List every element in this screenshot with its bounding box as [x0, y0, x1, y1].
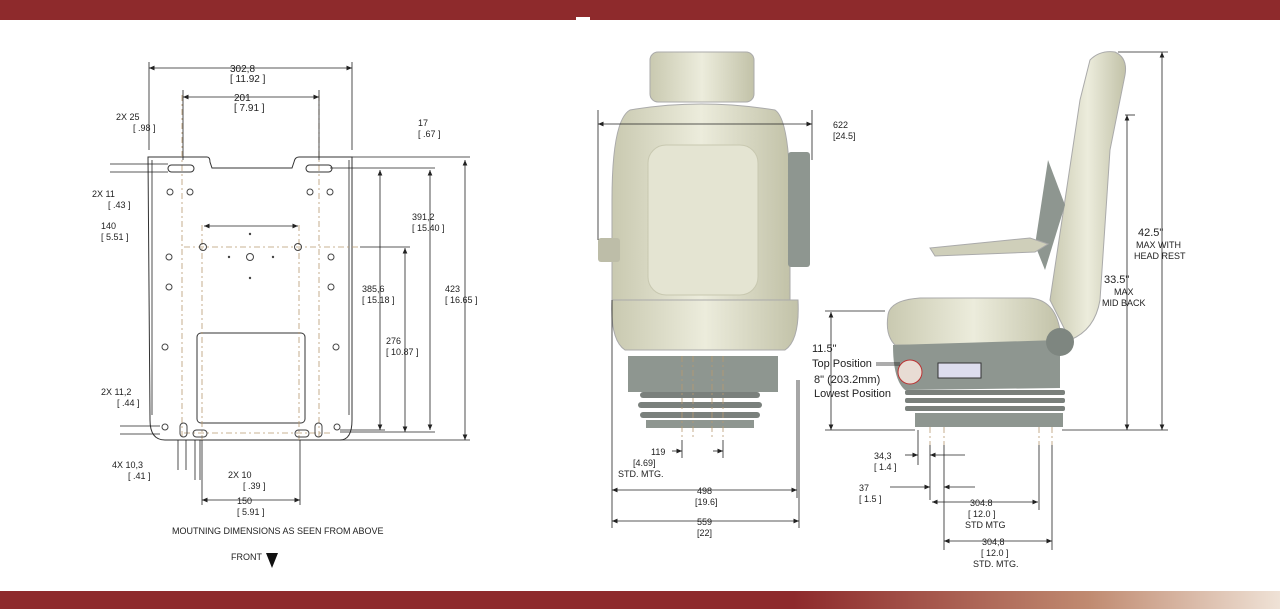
side-max-head-l1: MAX WITH [1136, 240, 1181, 250]
dim-hole-span-in: [ 5.51 ] [101, 232, 129, 242]
side-max-head-l2: HEAD REST [1134, 251, 1186, 261]
dim-bot-span-mm: 150 [237, 496, 252, 506]
dim-slot-span-in: [ 7.91 ] [234, 103, 265, 114]
dim-bot-slot-in: [ .44 ] [117, 398, 140, 408]
side-d2-in: [ 1.5 ] [859, 494, 882, 504]
dim-slot-len: 2X 25 [116, 112, 140, 122]
dim-top-offset-mm: 17 [418, 118, 428, 128]
side-max-mid-l1: MAX [1114, 287, 1134, 297]
front-label: FRONT [231, 552, 262, 562]
front-mtg-mm: 119 [651, 447, 665, 457]
dim-width-mm: 302,8 [230, 64, 255, 75]
side-d4-mm: 304,8 [982, 537, 1005, 547]
dim-bot-span-in: [ 5.91 ] [237, 507, 265, 517]
side-d3-in: [ 12.0 ] [968, 509, 996, 519]
dim-h4-in: [ 16.65 ] [445, 295, 478, 305]
dim-h1-in: [ 15.40 ] [412, 223, 445, 233]
dim-hole4x-in: [ .41 ] [128, 471, 151, 481]
dim-slot-len-in: [ .98 ] [133, 123, 156, 133]
dim-bot-slot: 2X 11,2 [101, 387, 131, 397]
mounting-caption: MOUTNING DIMENSIONS AS SEEN FROM ABOVE [172, 526, 384, 536]
top-band-notch [576, 17, 590, 21]
front-mtg-label: STD. MTG. [618, 469, 664, 479]
dim-slot-w-in: [ .43 ] [108, 200, 131, 210]
front-base-mm: 498 [697, 486, 712, 496]
side-view-seat: 42.5" MAX WITH HEAD REST 33.5" MAX MID B… [812, 51, 1186, 569]
bottom-band [0, 591, 1280, 609]
front-width-mm: 622 [833, 120, 848, 130]
front-base-in: [19.6] [695, 497, 718, 507]
side-d1-mm: 34,3 [874, 451, 892, 461]
dim-top-offset-in: [ .67 ] [418, 129, 441, 139]
side-low-pos-label: Lowest Position [814, 388, 891, 400]
dim-slot2x: 2X 10 [228, 470, 252, 480]
side-d2-mm: 37 [859, 483, 869, 493]
mounting-plate: 302,8 [ 11.92 ] 201 [ 7.91 ] 2X 25 [ .98… [92, 62, 478, 568]
dim-h3-mm: 276 [386, 336, 401, 346]
dim-slot-span-mm: 201 [234, 93, 251, 104]
side-top-pos-label: Top Position [812, 358, 872, 370]
side-d4-in: [ 12.0 ] [981, 548, 1009, 558]
dim-hole-span-mm: 140 [101, 221, 116, 231]
front-overall-in: [22] [697, 528, 712, 538]
dim-h2-in: [ 15.18 ] [362, 295, 395, 305]
dim-h4-mm: 423 [445, 284, 460, 294]
side-top-pos: 11.5" [812, 343, 837, 355]
dim-h3-in: [ 10.87 ] [386, 347, 419, 357]
front-view-seat: 622 [24.5] 119 [4.69] STD. MTG. 498 [19.… [597, 51, 856, 538]
side-max-mid-l2: MID BACK [1102, 298, 1146, 308]
dim-slot-w: 2X 11 [92, 189, 115, 199]
side-low-pos: 8" (203.2mm) [814, 374, 880, 386]
dim-width-in: [ 11.92 ] [230, 74, 266, 85]
dim-h1-mm: 391,2 [412, 212, 435, 222]
top-band [0, 0, 1280, 20]
side-d4-label: STD. MTG. [973, 559, 1019, 569]
dim-hole4x: 4X 10,3 [112, 460, 143, 470]
front-arrow-icon [266, 553, 278, 568]
side-max-mid: 33.5" [1104, 274, 1129, 286]
front-width-in: [24.5] [833, 131, 856, 141]
dim-h2-mm: 385,6 [362, 284, 385, 294]
front-overall-mm: 559 [697, 517, 712, 527]
side-d3-mm: 304.8 [970, 498, 993, 508]
front-mtg-in: [4.69] [633, 458, 656, 468]
side-d1-in: [ 1.4 ] [874, 462, 897, 472]
side-d3-label: STD MTG [965, 520, 1006, 530]
dim-slot2x-in: [ .39 ] [243, 481, 266, 491]
side-max-head: 42.5" [1138, 227, 1163, 239]
